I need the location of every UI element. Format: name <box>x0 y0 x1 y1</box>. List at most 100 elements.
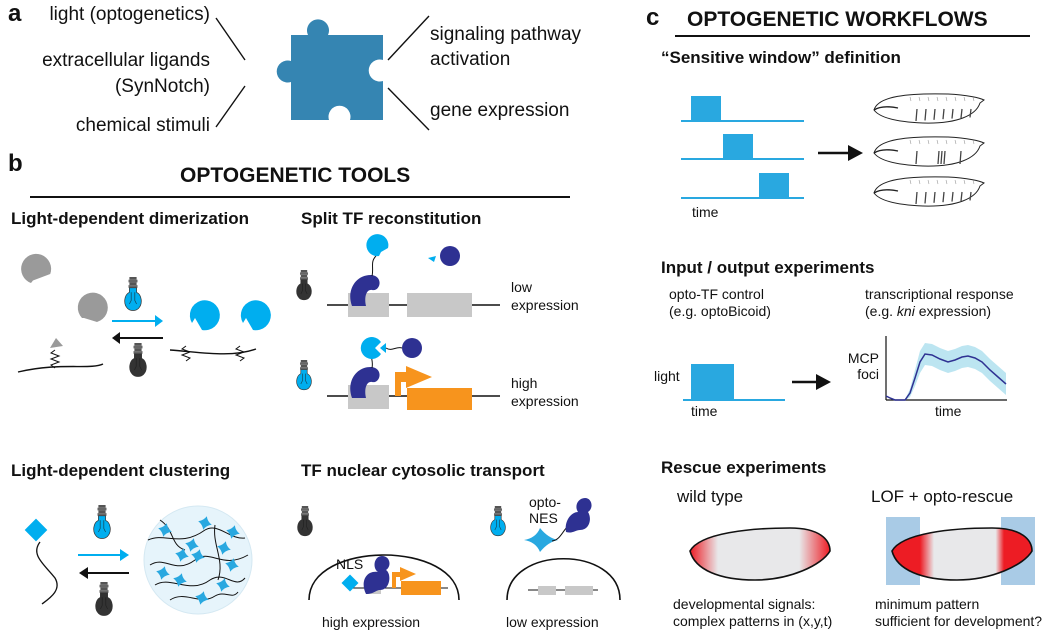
sensitive-window-title: “Sensitive window” definition <box>661 48 901 67</box>
io-output-pre: (e.g. <box>865 303 897 319</box>
io-output-label-1: transcriptional response <box>865 286 1014 302</box>
split-tf-title: Split TF reconstitution <box>301 209 482 228</box>
clustered-protein-icon <box>217 541 231 555</box>
rescue-title: Rescue experiments <box>661 458 827 477</box>
connector-signaling <box>387 15 430 61</box>
dark-bulb-icon <box>129 343 147 377</box>
light-pulse-1 <box>691 96 721 121</box>
lof-caption-1: minimum pattern <box>875 596 980 612</box>
arrow-right-icon <box>848 145 863 161</box>
clustered-protein-icon <box>173 573 187 587</box>
output-gene-expression-label: gene expression <box>430 100 570 121</box>
dark-bulb-icon <box>297 506 313 537</box>
clustered-protein-icon <box>156 566 170 580</box>
input-chemical-label: chemical stimuli <box>75 115 210 136</box>
nes-label: NES <box>529 510 558 526</box>
clustered-protein-icon <box>216 578 230 592</box>
io-input-label-1: opto-TF control <box>669 286 764 302</box>
clustered-protein-icon <box>226 525 240 539</box>
mean-response-line <box>885 353 1007 401</box>
light-pulse-3 <box>759 173 789 198</box>
opto-label: opto- <box>529 494 561 510</box>
larva-cuticle-icon <box>873 93 985 124</box>
clustered-protein-icon <box>191 549 205 563</box>
light-axis-label: light <box>654 368 680 384</box>
clustered-protein-icon <box>225 558 239 572</box>
clustered-protein-icon <box>195 591 209 605</box>
mcp-label: MCP <box>847 350 879 366</box>
lof-rescue-label: LOF + opto-rescue <box>871 487 1014 506</box>
split-tf-diagram <box>296 234 500 410</box>
tools-divider <box>30 196 570 198</box>
io-input-time-label: time <box>691 403 718 419</box>
clustering-title: Light-dependent clustering <box>11 461 231 480</box>
clustered-protein-icon <box>198 516 212 530</box>
arrow-left-icon <box>112 332 120 344</box>
input-synnotch-label: (SynNotch) <box>114 76 210 97</box>
panel-letter-b: b <box>8 150 23 177</box>
io-output-gene: kni <box>896 303 915 319</box>
foci-label: foci <box>857 366 879 382</box>
dimerization-title: Light-dependent dimerization <box>11 209 249 228</box>
light-pulse <box>691 364 734 400</box>
puzzle-piece-icon <box>276 19 383 120</box>
clustering-diagram <box>24 505 253 616</box>
output-activation-label: activation <box>430 49 511 70</box>
output-signaling-label: signaling pathway <box>430 24 582 45</box>
polymer-strand <box>154 576 246 587</box>
nls-label: NLS <box>336 556 364 572</box>
larva-cuticle-icon <box>873 136 985 167</box>
blue-bulb-icon <box>93 505 111 539</box>
io-output-time-label: time <box>935 403 962 419</box>
polymer-strand <box>214 524 221 581</box>
wt-caption-2: complex patterns in (x,y,t) <box>673 613 833 629</box>
input-ligands-label: extracellular ligands <box>42 50 210 71</box>
connector-lines <box>215 15 430 131</box>
input-light-label: light (optogenetics) <box>49 4 210 25</box>
dimerization-diagram <box>17 253 271 377</box>
clustered-protein-icon <box>158 523 172 537</box>
wt-embryo <box>689 527 831 581</box>
rescue-diagram <box>689 517 1035 585</box>
low-expression-label: expression <box>511 297 579 313</box>
gray-protein-icon <box>77 292 108 322</box>
polymer-strand <box>159 519 186 551</box>
workflows-divider <box>675 35 1030 37</box>
transport-title: TF nuclear cytosolic transport <box>301 461 545 480</box>
transport-high-expression-label: high expression <box>322 614 421 630</box>
io-output-post: expression) <box>914 303 992 319</box>
confidence-band <box>886 343 1006 401</box>
blue-bulb-icon <box>490 506 506 537</box>
connector-light <box>215 17 246 61</box>
high-label: high <box>511 375 538 391</box>
panel-letter-c: c <box>646 4 660 31</box>
nucleus-outline <box>506 558 621 601</box>
tools-section-title: OPTOGENETIC TOOLS <box>180 164 411 187</box>
io-output-label-2: (e.g. kni expression) <box>865 303 991 319</box>
arrow-left-icon <box>79 567 88 579</box>
sensitive-window-diagram <box>681 93 985 207</box>
dark-bulb-icon <box>95 582 113 616</box>
arrow-right-icon <box>120 549 129 561</box>
blue-bulb-icon <box>124 277 142 311</box>
low-label: low <box>511 279 533 295</box>
workflows-section-title: OPTOGENETIC WORKFLOWS <box>687 8 988 31</box>
larva-cuticle-icon <box>873 176 985 207</box>
polymer-strand <box>149 554 249 567</box>
lof-embryo <box>891 527 1033 581</box>
wild-type-label: wild type <box>677 487 744 506</box>
nucleus-outline <box>308 554 460 601</box>
io-diagram <box>683 336 1007 401</box>
sensitive-window-time-label: time <box>692 204 719 220</box>
arrow-right-icon <box>155 315 163 327</box>
io-title: Input / output experiments <box>661 258 875 277</box>
clustered-protein-icon <box>185 538 199 552</box>
polymer-strand <box>169 591 239 601</box>
clustered-protein-icon <box>175 548 189 562</box>
wt-caption-1: developmental signals: <box>673 596 816 612</box>
arrow-right-icon <box>816 374 831 390</box>
panel-letter-a: a <box>8 0 22 27</box>
lof-caption-2: sufficient for development? <box>875 613 1043 629</box>
high-expression-label: expression <box>511 393 579 409</box>
